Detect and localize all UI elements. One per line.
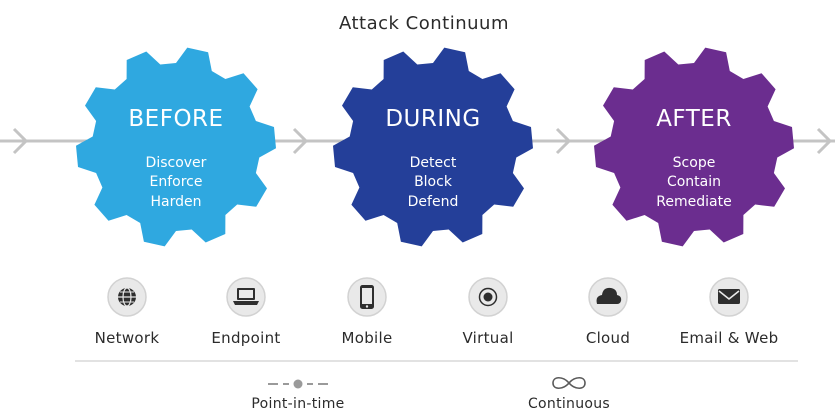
category-label-endpoint: Endpoint xyxy=(211,329,280,347)
phase-title-after: AFTER xyxy=(656,106,732,132)
phase-item-after-3: Remediate xyxy=(656,194,731,210)
phase-after: AFTER Scope Contain Remediate xyxy=(594,47,794,247)
category-virtual: Virtual xyxy=(462,277,513,347)
category-label-virtual: Virtual xyxy=(462,329,513,347)
arrow-head-1 xyxy=(12,127,29,155)
gear-shape-before xyxy=(76,47,276,247)
category-endpoint: Endpoint xyxy=(211,277,280,347)
category-mobile: Mobile xyxy=(341,277,392,347)
phase-title-during: DURING xyxy=(385,106,480,132)
phase-item-during-1: Detect xyxy=(410,155,457,171)
phone-icon xyxy=(360,285,374,309)
phase-item-before-2: Enforce xyxy=(150,174,203,190)
category-label-cloud: Cloud xyxy=(586,329,630,347)
phase-item-during-3: Defend xyxy=(408,194,459,210)
envelope-icon xyxy=(718,289,740,304)
cloud-icon xyxy=(596,287,622,304)
dotted-line-icon xyxy=(268,379,328,389)
phase-before: BEFORE Discover Enforce Harden xyxy=(76,47,276,247)
legend-continuous: Continuous xyxy=(528,376,610,412)
virtual-icon xyxy=(478,287,498,307)
legend-label-continuous: Continuous xyxy=(528,396,610,412)
phase-during: DURING Detect Block Defend xyxy=(333,47,533,247)
diagram-title: Attack Continuum xyxy=(339,13,509,34)
phase-item-during-2: Block xyxy=(414,174,453,190)
gear-shape-during xyxy=(333,47,533,247)
category-label-mobile: Mobile xyxy=(341,329,392,347)
category-network: Network xyxy=(95,277,160,347)
infinity-icon xyxy=(552,376,586,390)
phase-title-before: BEFORE xyxy=(128,106,223,132)
arrow-head-2 xyxy=(292,127,309,155)
phase-item-before-3: Harden xyxy=(151,194,202,210)
arrow-head-3 xyxy=(555,127,572,155)
globe-icon xyxy=(118,287,136,307)
legend-label-point-in-time: Point-in-time xyxy=(251,396,344,412)
phase-item-before-1: Discover xyxy=(146,155,207,171)
phase-item-after-1: Scope xyxy=(673,155,716,171)
arrow-head-4 xyxy=(816,127,833,155)
category-cloud: Cloud xyxy=(586,277,630,347)
category-label-network: Network xyxy=(95,329,160,347)
legend-point-in-time: Point-in-time xyxy=(251,379,344,412)
category-label-email-web: Email & Web xyxy=(680,329,779,347)
phase-item-after-2: Contain xyxy=(667,174,721,190)
laptop-icon xyxy=(233,288,259,305)
category-email-web: Email & Web xyxy=(680,277,779,347)
gear-shape-after xyxy=(594,47,794,247)
